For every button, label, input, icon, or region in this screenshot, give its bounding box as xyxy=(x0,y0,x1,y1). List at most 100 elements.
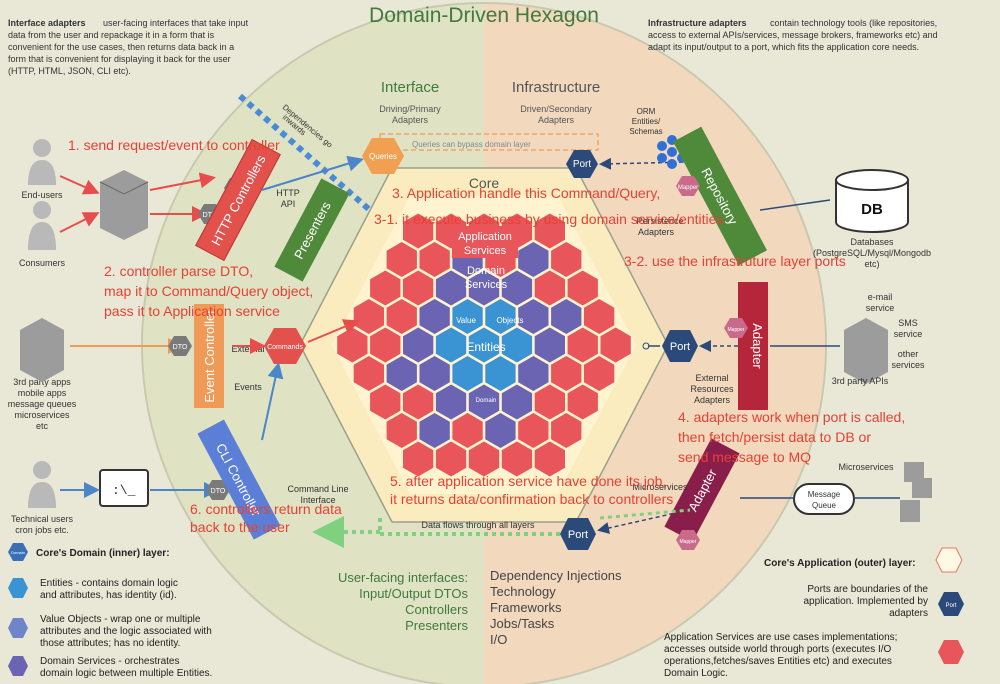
value-objects-label: Objects xyxy=(496,316,523,325)
svg-text:service: service xyxy=(894,329,923,339)
annotation-step-3: 3. Application handle this Command/Query… xyxy=(392,185,660,201)
core-hex-cell xyxy=(551,356,582,391)
svg-text:other: other xyxy=(898,349,919,359)
svg-text:4. adapters work when port is: 4. adapters work when port is called, xyxy=(678,409,905,425)
svg-text:Adapters: Adapters xyxy=(638,227,675,237)
core-hex-cell xyxy=(353,356,384,391)
svg-text:Domain Services - orchestrates: Domain Services - orchestrates xyxy=(40,656,180,667)
svg-text:Infrastructure adapters: Infrastructure adapters xyxy=(648,18,747,28)
svg-text:Application Services are use c: Application Services are use cases imple… xyxy=(664,632,897,643)
application-services-box xyxy=(452,226,518,258)
svg-text:Microservices: Microservices xyxy=(838,462,894,472)
core-hex-cell xyxy=(534,270,565,306)
core-hex-cell xyxy=(518,356,549,391)
svg-text:cron jobs etc.: cron jobs etc. xyxy=(15,525,69,535)
core-hex-cell xyxy=(468,270,500,306)
core-hex-cell xyxy=(584,299,615,334)
domain-services-label: Services xyxy=(465,279,508,291)
svg-text:attributes and the logic assoc: attributes and the logic associated with xyxy=(40,626,212,637)
svg-text:Event Controller: Event Controller xyxy=(202,309,217,403)
svg-text:API: API xyxy=(281,199,296,209)
svg-text:DB: DB xyxy=(861,201,883,218)
adapter-external-resources: Adapter xyxy=(738,282,768,410)
core-hex-cell xyxy=(501,327,533,363)
core-hex-cell xyxy=(452,356,483,391)
core-hex-cell xyxy=(534,327,565,363)
core-hex-cell xyxy=(386,356,417,391)
core-hex-cell xyxy=(452,413,483,448)
core-hex-cell xyxy=(403,213,434,249)
users-icon xyxy=(28,139,56,508)
svg-text:Entities - contains domain log: Entities - contains domain logic xyxy=(40,578,178,589)
svg-text:Consumers: Consumers xyxy=(19,258,66,268)
svg-text:Technical users: Technical users xyxy=(11,514,74,524)
core-hex-cell xyxy=(485,356,516,391)
svg-text:Dependency Injections: Dependency Injections xyxy=(490,568,622,583)
svg-text:Driving/Primary: Driving/Primary xyxy=(379,104,441,114)
core-hex-cell xyxy=(370,270,401,306)
core-hex-cell xyxy=(386,299,417,334)
svg-text:services: services xyxy=(891,360,925,370)
svg-text:Domain Logic.: Domain Logic. xyxy=(664,668,728,679)
svg-text:2. controller parse DTO,: 2. controller parse DTO, xyxy=(104,263,253,279)
core-hex-cell xyxy=(584,356,615,391)
svg-text:Presenters: Presenters xyxy=(405,618,468,633)
core-hex-cell xyxy=(419,413,450,448)
svg-text:Port: Port xyxy=(568,529,588,541)
svg-text:service: service xyxy=(866,303,895,313)
svg-text:those attributes; has no ident: those attributes; has no identity. xyxy=(40,638,180,649)
svg-text:message queues: message queues xyxy=(8,399,77,409)
legend-application-layer: Core's Application (outer) layer: Ports … xyxy=(664,547,964,679)
svg-text:Data flows through all layers: Data flows through all layers xyxy=(421,520,535,530)
svg-text:External: External xyxy=(695,373,728,383)
svg-text:pass it to Application service: pass it to Application service xyxy=(104,303,280,319)
terminal-icon xyxy=(99,469,149,507)
svg-text:End-users: End-users xyxy=(21,190,63,200)
application-services-label: Services xyxy=(464,245,507,257)
core-hex-cell xyxy=(567,327,598,363)
svg-text:it returns data/confirmation b: it returns data/confirmation back to con… xyxy=(390,491,673,507)
svg-text:Frameworks: Frameworks xyxy=(490,600,562,615)
svg-text:Queries can bypass domain laye: Queries can bypass domain layer xyxy=(412,140,531,149)
svg-text::\_: :\_ xyxy=(112,483,136,498)
svg-text:accesses outside world through: accesses outside world through ports (ex… xyxy=(664,644,892,655)
svg-text:Driven/Secondary: Driven/Secondary xyxy=(520,104,592,114)
svg-text:Databases: Databases xyxy=(850,237,894,247)
svg-text:DTO: DTO xyxy=(173,344,188,351)
annotation-step-1: 1. send request/event to controller xyxy=(68,137,280,153)
application-services-label: Application xyxy=(458,231,512,243)
core-hex-cell xyxy=(435,384,467,420)
svg-text:Core's Application (outer) lay: Core's Application (outer) layer: xyxy=(764,558,915,569)
svg-text:Resources: Resources xyxy=(690,384,734,394)
svg-text:convenient for the use cases,: convenient for the use cases, then retur… xyxy=(8,42,234,52)
svg-text:DTO: DTO xyxy=(203,212,218,219)
port-badges: Port Port Port xyxy=(560,150,698,550)
svg-text:application. Implemented by: application. Implemented by xyxy=(803,596,928,607)
core-hex-cell xyxy=(485,299,516,334)
core-hex-cell xyxy=(567,270,598,306)
interface-label: Interface xyxy=(381,79,439,96)
core-hex-cell xyxy=(419,356,450,391)
svg-text:domain logic between multiple: domain logic between multiple Entities. xyxy=(40,668,212,679)
svg-text:Ports are boundaries of the: Ports are boundaries of the xyxy=(807,584,928,595)
core-hex-cell xyxy=(419,242,450,277)
svg-text:Adapters: Adapters xyxy=(392,115,429,125)
core-hex-cell xyxy=(370,384,401,420)
commands-hex xyxy=(264,328,306,364)
core-hex-cell xyxy=(468,327,500,363)
svg-text:6. controllers return data: 6. controllers return data xyxy=(190,501,342,517)
core-hex-cell xyxy=(534,441,565,477)
domain-services-label: Domain xyxy=(467,265,505,277)
svg-text:back to the user: back to the user xyxy=(190,519,290,535)
svg-text:Interface: Interface xyxy=(300,495,335,505)
flow-annotations: 1. send request/event to controller 2. c… xyxy=(68,137,905,535)
core-hex-cell xyxy=(534,213,565,249)
svg-text:form that is convenient for di: form that is convenient for displaying i… xyxy=(8,54,231,64)
svg-text:5. after application service h: 5. after application service have done i… xyxy=(390,473,666,489)
value-objects-label: Value xyxy=(456,316,476,325)
core-hex-cell xyxy=(501,441,533,477)
user-facing-interfaces-list: User-facing interfaces: Input/Output DTO… xyxy=(338,570,469,633)
